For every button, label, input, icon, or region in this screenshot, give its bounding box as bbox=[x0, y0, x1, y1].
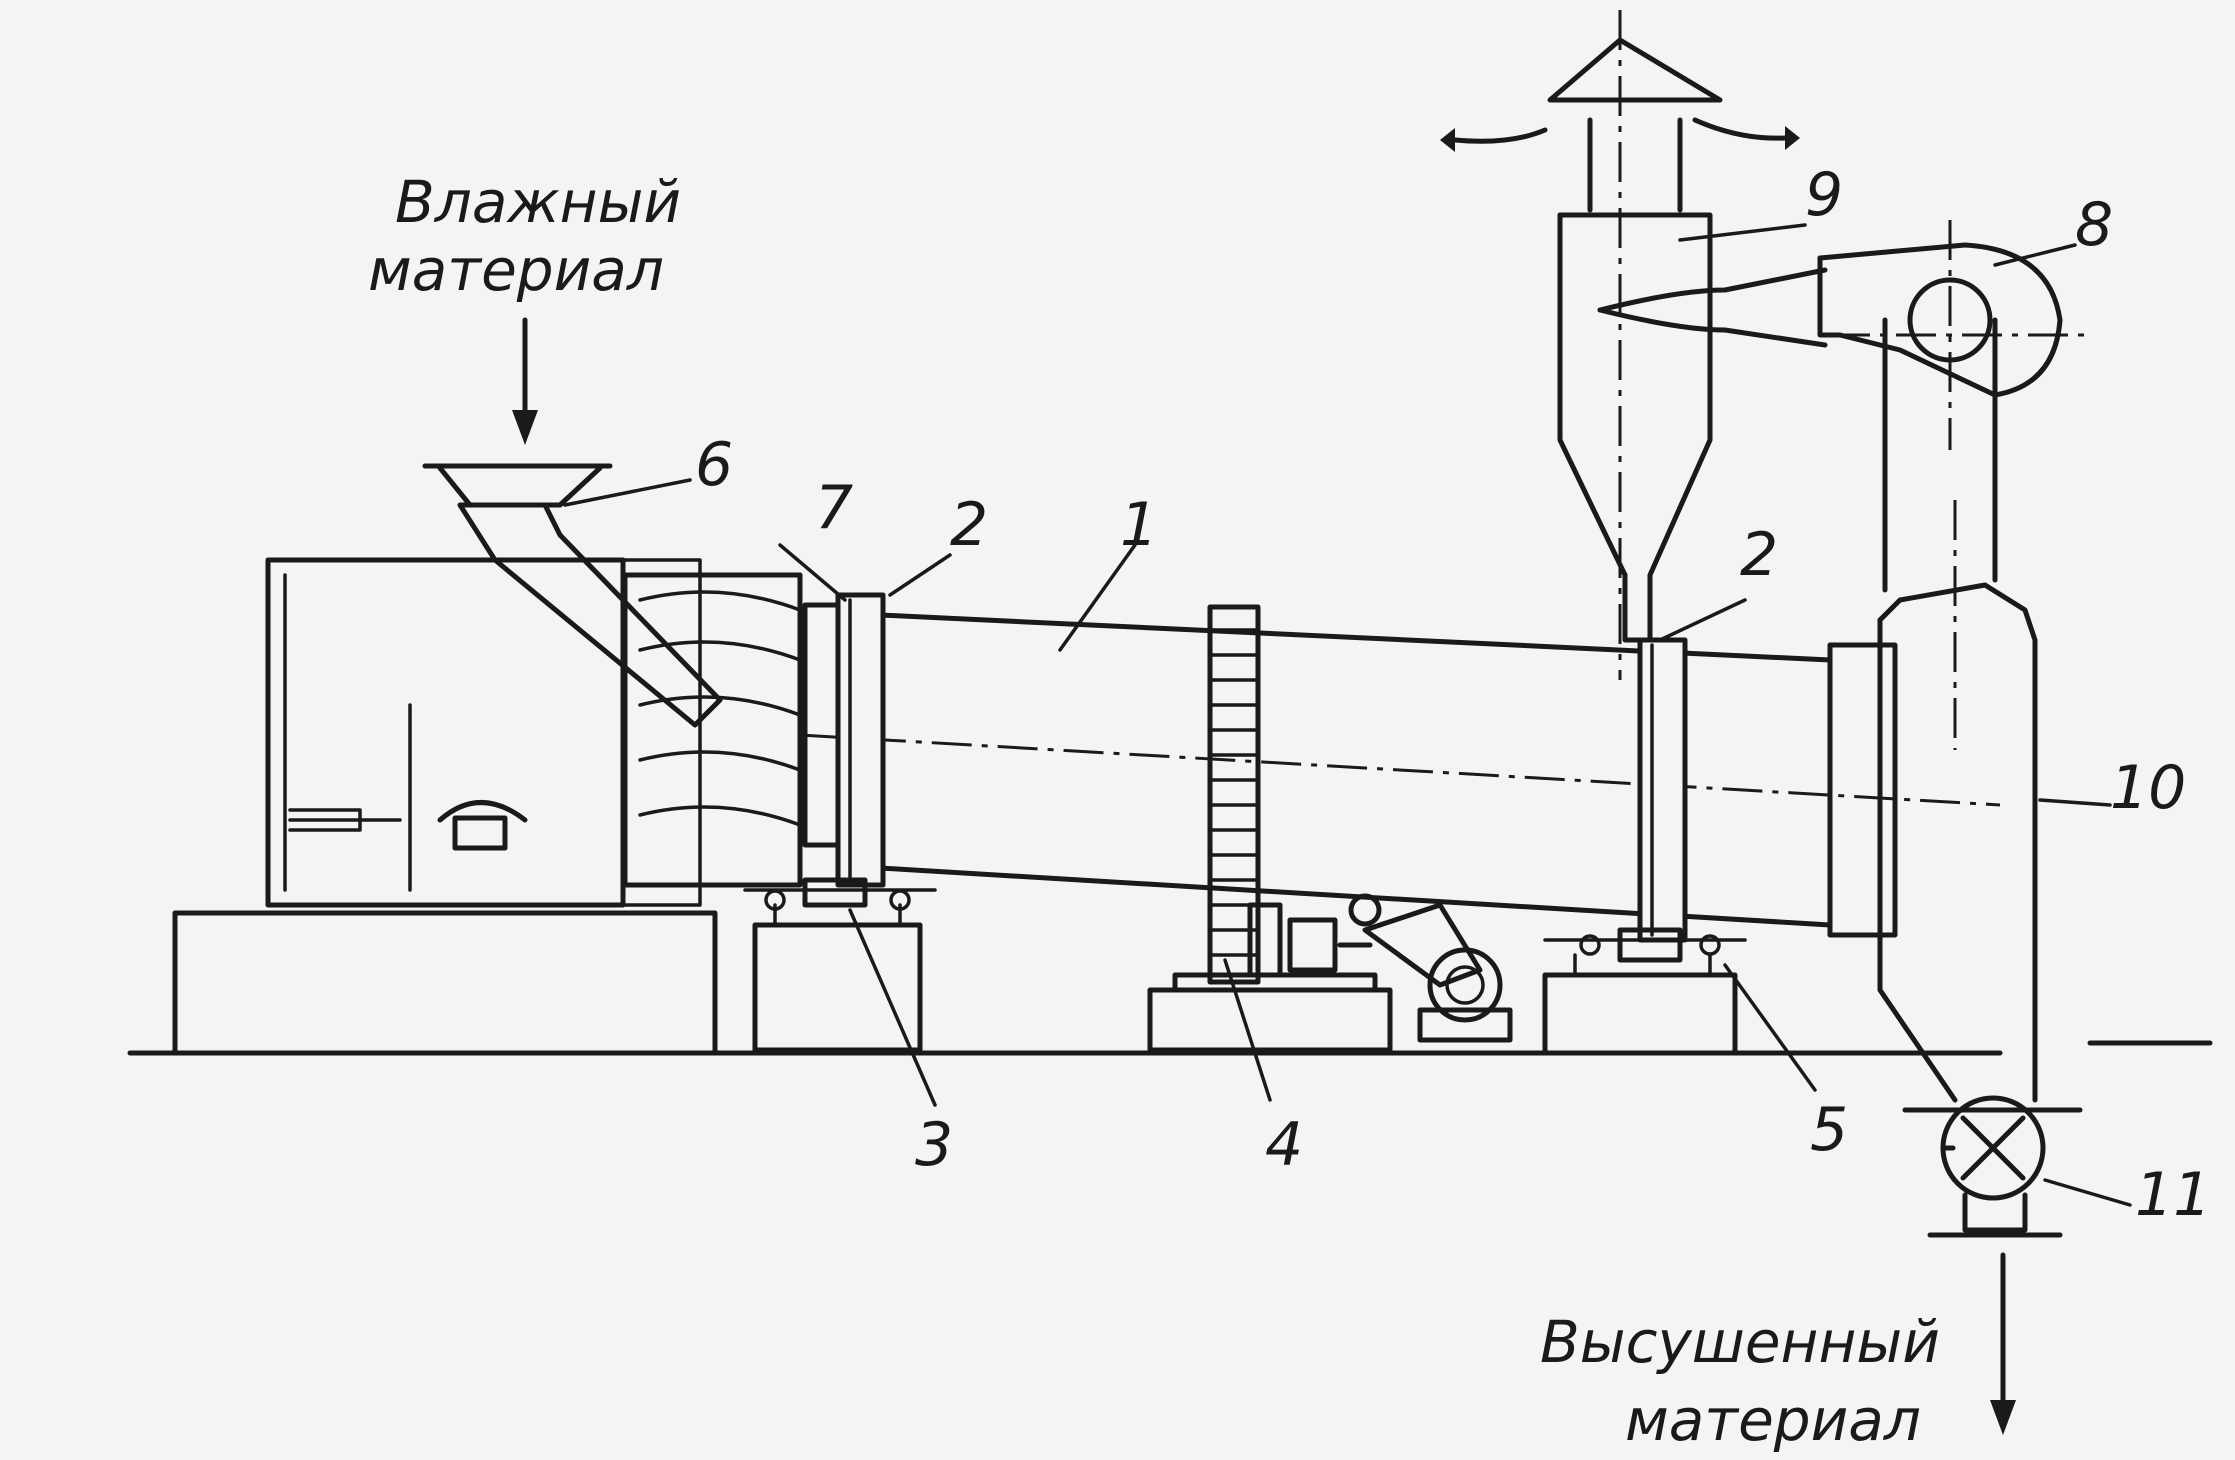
rotary-valve bbox=[1902, 1095, 2083, 1238]
outlet-arrow bbox=[1990, 1252, 2016, 1435]
label-5: 5 bbox=[1810, 1095, 1848, 1165]
label-6: 6 bbox=[695, 430, 733, 500]
exhaust-fan bbox=[1817, 220, 2090, 450]
furnace-base-platform bbox=[172, 910, 718, 1056]
gear-teeth bbox=[1208, 628, 1260, 957]
tire-ring-left bbox=[835, 592, 886, 888]
outlet-label-line1: Высушенный bbox=[1540, 1308, 1940, 1376]
label-8: 8 bbox=[2075, 190, 2113, 260]
screw-feeder bbox=[622, 572, 843, 888]
discharge-hood bbox=[1827, 642, 1898, 938]
support-roller-right bbox=[1542, 927, 1747, 1056]
label-7: 7 bbox=[815, 473, 853, 543]
label-9: 9 bbox=[1805, 160, 1843, 230]
furnace-door bbox=[437, 800, 528, 851]
cyclone bbox=[1547, 10, 1828, 680]
drive-unit bbox=[1147, 893, 1513, 1053]
outlet-label-line2: материал bbox=[1625, 1386, 1921, 1454]
girth-gear bbox=[1207, 604, 1261, 985]
label-3: 3 bbox=[915, 1110, 953, 1180]
inlet-arrow bbox=[512, 317, 538, 445]
inlet-label-line2: материал bbox=[368, 236, 664, 304]
exhaust-pipe bbox=[1877, 317, 2038, 1103]
label-11: 11 bbox=[2135, 1160, 2211, 1230]
feed-hopper bbox=[422, 463, 723, 728]
label-2-left: 2 bbox=[950, 490, 988, 560]
inlet-label-line1: Влажный bbox=[395, 168, 681, 236]
tire-ring-right bbox=[1637, 637, 1688, 943]
exhaust-arrows bbox=[1440, 117, 1800, 152]
label-4: 4 bbox=[1265, 1110, 1303, 1180]
rotary-drum bbox=[799, 612, 2001, 928]
leader-lines bbox=[563, 223, 2132, 1207]
label-1: 1 bbox=[1120, 490, 1158, 560]
label-2-right: 2 bbox=[1740, 520, 1778, 590]
support-roller-left bbox=[743, 877, 937, 1053]
label-10: 10 bbox=[2110, 753, 2186, 823]
